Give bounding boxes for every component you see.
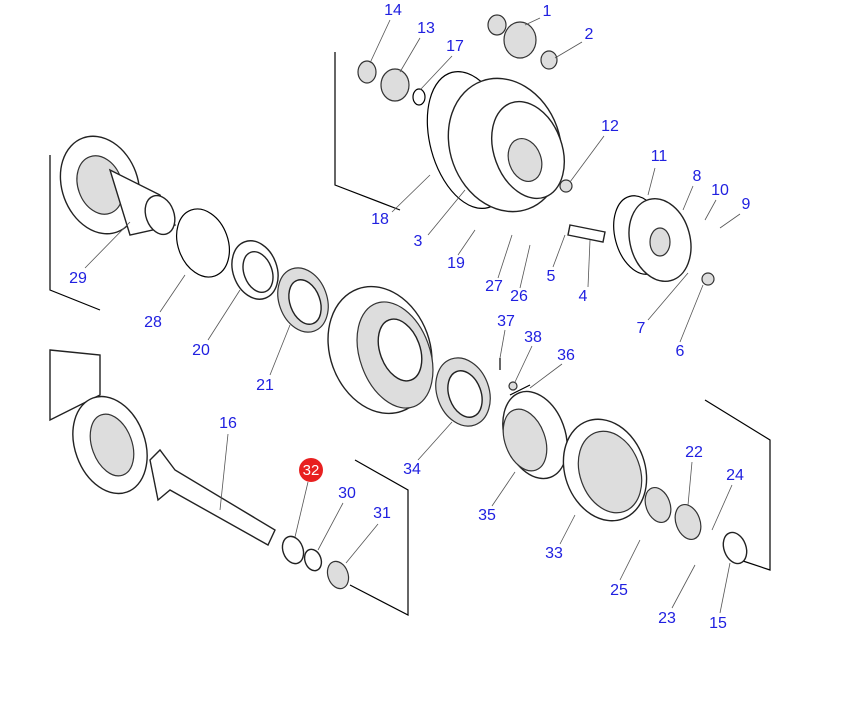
part-label-35[interactable]: 35 — [478, 507, 496, 524]
part-label-22[interactable]: 22 — [685, 444, 703, 461]
part-label-34[interactable]: 34 — [403, 461, 421, 478]
part-label-30[interactable]: 30 — [338, 485, 356, 502]
bearing-34-part — [435, 357, 491, 427]
part-label-23[interactable]: 23 — [658, 610, 676, 627]
seal-part — [231, 240, 279, 300]
bearing-13-part — [380, 68, 410, 102]
washer-part — [722, 531, 748, 565]
part-label-5[interactable]: 5 — [547, 268, 556, 285]
part-label-13[interactable]: 13 — [417, 20, 435, 37]
part-label-24[interactable]: 24 — [726, 467, 744, 484]
part-label-14[interactable]: 14 — [384, 2, 402, 19]
nut-part — [487, 14, 507, 36]
wheel-hub-housing-part — [327, 285, 434, 415]
part-label-1[interactable]: 1 — [543, 3, 552, 20]
pin-36-part — [509, 384, 531, 396]
part-label-38[interactable]: 38 — [524, 329, 542, 346]
o-ring-part — [176, 208, 230, 278]
part-label-10[interactable]: 10 — [711, 182, 729, 199]
part-label-17[interactable]: 17 — [446, 38, 464, 55]
leader-lines — [84, 17, 741, 614]
part-label-12[interactable]: 12 — [601, 118, 619, 135]
axle-housing-part — [49, 349, 148, 495]
part-label-15[interactable]: 15 — [709, 615, 727, 632]
seal-14-part — [357, 60, 377, 84]
part-label-36[interactable]: 36 — [557, 347, 575, 364]
plug-6-part — [701, 272, 715, 286]
part-label-26[interactable]: 26 — [510, 288, 528, 305]
planet-carrier-part — [502, 390, 568, 480]
part-label-7[interactable]: 7 — [637, 320, 646, 337]
part-label-19[interactable]: 19 — [447, 255, 465, 272]
bearing-1-part — [503, 21, 537, 59]
part-label-27[interactable]: 27 — [485, 278, 503, 295]
part-label-16[interactable]: 16 — [219, 415, 237, 432]
planet-housing-part — [426, 70, 565, 213]
part-label-8[interactable]: 8 — [693, 168, 702, 185]
part-label-6[interactable]: 6 — [676, 343, 685, 360]
part-label-3[interactable]: 3 — [414, 233, 423, 250]
part-label-20[interactable]: 20 — [192, 342, 210, 359]
spacer-32-part — [281, 535, 305, 565]
cover-11-part — [613, 195, 692, 283]
collar-31-part — [326, 560, 350, 590]
highlight-marker — [299, 458, 323, 482]
axle-shaft-part — [149, 448, 276, 546]
part-label-2[interactable]: 2 — [585, 26, 594, 43]
part-label-25[interactable]: 25 — [610, 582, 628, 599]
part-label-33[interactable]: 33 — [545, 545, 563, 562]
spring-pin-38-part — [508, 381, 518, 391]
pin-4-part — [567, 224, 606, 243]
part-label-21[interactable]: 21 — [256, 377, 274, 394]
flange-hub-part — [59, 135, 177, 236]
part-label-31[interactable]: 31 — [373, 505, 391, 522]
ring-30-part — [303, 548, 323, 572]
highlighted-part-label-32[interactable]: 32 — [299, 458, 323, 482]
part-label-18[interactable]: 18 — [371, 211, 389, 228]
part-label-32[interactable]: 32 — [303, 462, 320, 479]
group-bracket-top — [334, 52, 401, 211]
plug-12-part — [559, 179, 573, 193]
part-label-37[interactable]: 37 — [497, 313, 515, 330]
part-label-28[interactable]: 28 — [144, 314, 162, 331]
group-bracket-left — [49, 155, 101, 311]
part-label-4[interactable]: 4 — [579, 288, 588, 305]
group-bracket-right — [704, 399, 771, 571]
bearing-part — [277, 267, 329, 333]
sun-gear-part — [644, 486, 672, 524]
group-bracket-shaft — [349, 459, 409, 616]
part-label-29[interactable]: 29 — [69, 270, 87, 287]
ring-gear-part — [562, 418, 648, 522]
nut-2-part — [540, 50, 558, 70]
snap-ring-17-part — [412, 88, 426, 106]
part-label-9[interactable]: 9 — [742, 196, 751, 213]
thrust-plate-part — [674, 503, 702, 541]
part-label-11[interactable]: 11 — [651, 148, 668, 165]
